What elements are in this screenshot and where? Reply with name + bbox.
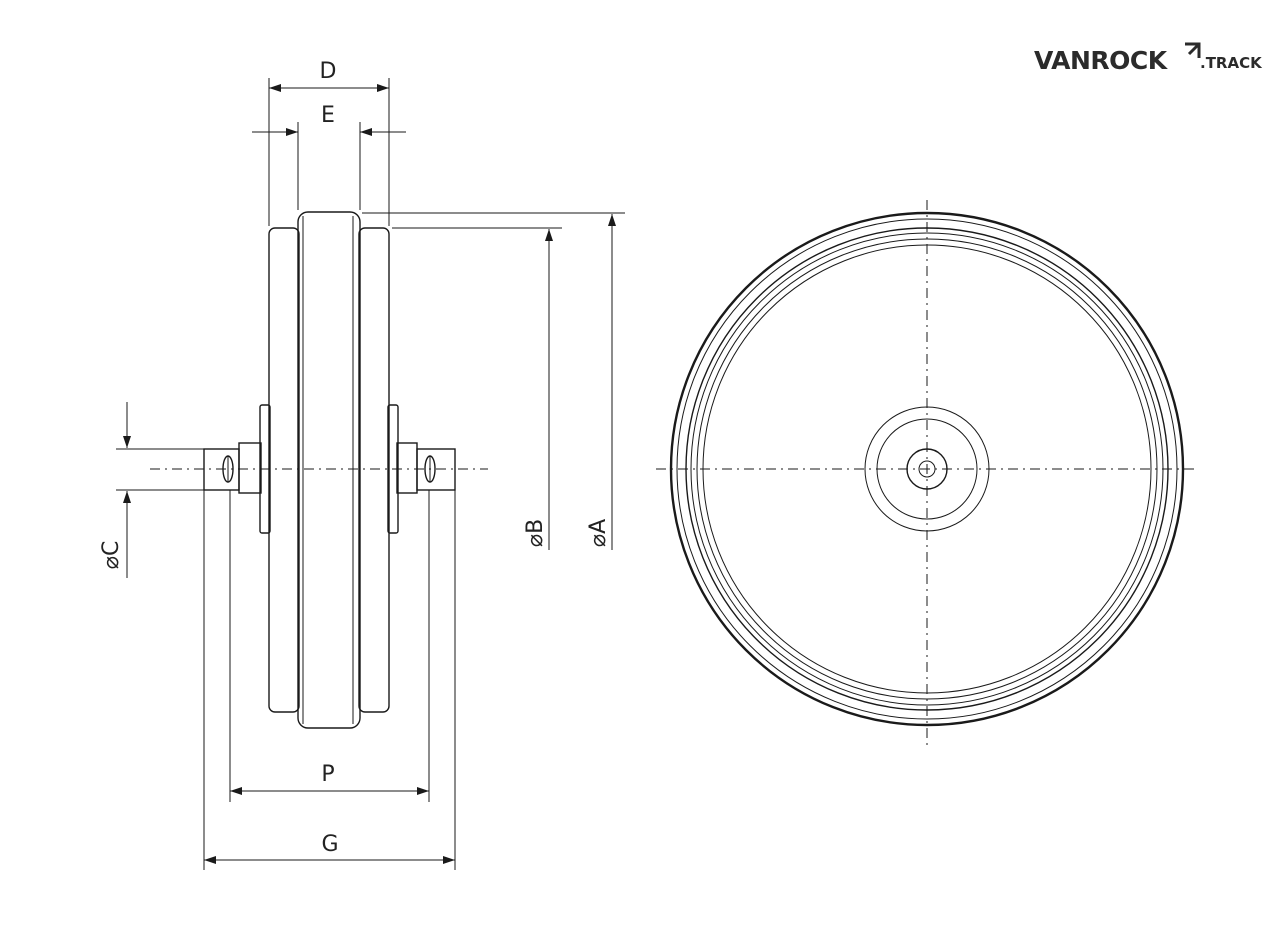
axle-circle — [906, 448, 948, 490]
dim-p-label: P — [321, 762, 334, 787]
logo-suffix: .TRACK — [1200, 54, 1263, 72]
wheel-ring-2 — [685, 227, 1169, 711]
wheel-ring-1 — [676, 218, 1178, 720]
dim-b-label: ⌀B — [523, 519, 548, 547]
axle-bore-circle — [918, 460, 936, 478]
wheel-outer-circle — [669, 211, 1185, 727]
hub-inner-circle — [876, 418, 978, 520]
wheel-ring-3 — [690, 232, 1164, 706]
dim-e-label: E — [321, 103, 335, 128]
dim-c-label: ⌀C — [99, 541, 124, 570]
front-view — [656, 200, 1196, 748]
vanrock-logo: VANROCK .TRACK — [1034, 42, 1263, 75]
left-flange — [268, 227, 300, 713]
dim-g-label: G — [321, 832, 338, 857]
wheel-tread — [297, 211, 361, 729]
left-axle-end — [203, 448, 240, 491]
dim-d-label: D — [320, 59, 337, 84]
dim-a-label: ⌀A — [586, 519, 611, 547]
right-flange — [358, 227, 390, 713]
logo-arrow-icon — [1185, 42, 1201, 58]
right-hub — [387, 404, 399, 534]
wheel-ring-5 — [702, 244, 1152, 694]
wheel-ring-4 — [696, 238, 1158, 700]
logo-brand: VANROCK — [1034, 46, 1169, 75]
side-view: D E ⌀B ⌀A ⌀C P G — [99, 59, 625, 870]
right-axle-end — [416, 448, 456, 491]
right-spacer — [396, 442, 418, 494]
hub-outer-circle — [864, 406, 990, 532]
left-spacer — [238, 442, 262, 494]
left-hub — [259, 404, 271, 534]
